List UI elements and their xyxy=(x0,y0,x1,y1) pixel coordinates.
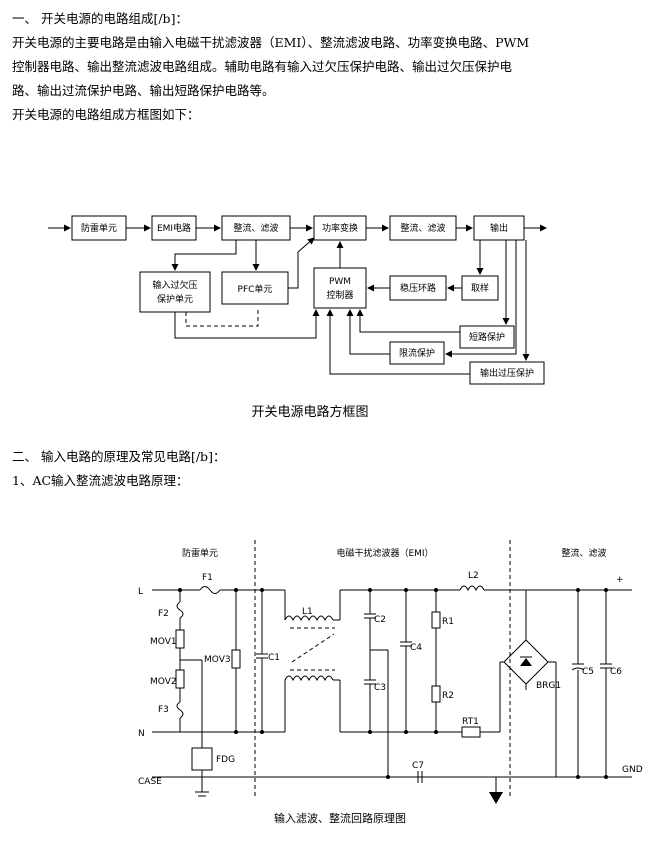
box-current-limit-label: 限流保护 xyxy=(399,347,435,359)
box-output-ovp-label: 输出过压保护 xyxy=(480,367,534,379)
section1-heading: 一、 开关电源的电路组成[/b]： xyxy=(12,11,188,26)
label-C7: C7 xyxy=(412,761,424,771)
schematic-region-emi: 电磁干扰滤波器（EMI） xyxy=(336,547,433,559)
label-L2: L2 xyxy=(468,571,479,581)
label-L1: L1 xyxy=(302,607,313,617)
box-rectifier-2-label: 整流、滤波 xyxy=(400,222,445,234)
input-schematic: 防雷单元 电磁干扰滤波器（EMI） 整流、滤波 L N CASE GND + F… xyxy=(138,540,643,825)
label-GND: GND xyxy=(622,765,643,775)
label-MOV3: MOV3 xyxy=(204,655,231,665)
box-emi-label: EMI电路 xyxy=(157,222,191,234)
box-power xyxy=(313,215,367,241)
section1-paragraph-line3: 路、输出过流保护电路、输出短路保护电路等。 xyxy=(12,83,275,98)
label-MOV1: MOV1 xyxy=(150,637,177,647)
box-rectifier-1-label: 整流、滤波 xyxy=(233,222,278,234)
box-rectifier-2 xyxy=(389,215,457,241)
box-lightning-label: 防雷单元 xyxy=(81,222,117,234)
section2-heading: 二、 输入电路的原理及常见电路[/b]： xyxy=(12,449,226,464)
label-BRG1: BRG1 xyxy=(536,681,561,691)
box-output-ovp xyxy=(469,361,545,385)
schematic-region-lightning: 防雷单元 xyxy=(182,547,218,559)
schematic-caption: 输入滤波、整流回路原理图 xyxy=(274,811,406,825)
box-regulator xyxy=(389,275,447,301)
block-diagram-caption: 开关电源电路方框图 xyxy=(251,404,368,420)
box-input-protection xyxy=(139,271,211,313)
section2-subheading: 1、AC输入整流滤波电路原理： xyxy=(12,473,189,488)
label-F1: F1 xyxy=(202,573,213,583)
label-L: L xyxy=(138,587,143,597)
label-FDG: FDG xyxy=(216,755,235,765)
box-sample-label: 取样 xyxy=(471,282,489,294)
label-plus: + xyxy=(616,575,624,585)
box-emi xyxy=(151,215,197,241)
block-diagram: 防雷单元 EMI电路 整流、滤波 功率变换 整流、滤波 输出 输入过欠压 保护单… xyxy=(48,215,547,420)
box-rectifier-1 xyxy=(221,215,291,241)
label-C5: C5 xyxy=(582,667,594,677)
section1-paragraph-line2: 控制器电路、输出整流滤波电路组成。辅助电路有输入过欠压保护电路、输出过欠压保护电 xyxy=(12,59,513,74)
label-C2: C2 xyxy=(374,615,386,625)
box-output-label: 输出 xyxy=(490,222,508,234)
section1-paragraph-line1: 开关电源的主要电路是由输入电磁干扰滤波器（EMI）、整流滤波电路、功率变换电路、… xyxy=(12,35,530,50)
label-F3: F3 xyxy=(158,705,169,715)
section1-intro: 开关电源的电路组成方框图如下： xyxy=(12,107,200,122)
label-C1: C1 xyxy=(268,653,280,663)
box-input-protection-label-2: 保护单元 xyxy=(157,293,193,305)
label-RT1: RT1 xyxy=(462,717,479,727)
box-input-protection-label-1: 输入过欠压 xyxy=(152,279,197,291)
box-lightning xyxy=(71,215,127,241)
box-pwm-label-2: 控制器 xyxy=(326,289,353,301)
box-pwm xyxy=(313,267,367,309)
box-output xyxy=(473,215,525,241)
box-short-protection xyxy=(459,325,515,349)
box-short-protection-label: 短路保护 xyxy=(469,331,505,343)
box-power-label: 功率变换 xyxy=(322,222,358,234)
label-R1: R1 xyxy=(442,617,454,627)
box-regulator-label: 稳压环路 xyxy=(400,282,436,294)
box-pwm-label-1: PWM xyxy=(329,277,351,287)
label-CASE: CASE xyxy=(138,777,162,787)
box-pfc-label: PFC单元 xyxy=(238,283,273,295)
label-C4: C4 xyxy=(410,643,422,653)
label-C3: C3 xyxy=(374,683,386,693)
label-C6: C6 xyxy=(610,667,622,677)
schematic-region-rect: 整流、滤波 xyxy=(561,547,606,559)
label-N: N xyxy=(138,729,145,739)
label-MOV2: MOV2 xyxy=(150,677,177,687)
box-current-limit xyxy=(389,341,445,365)
label-F2: F2 xyxy=(158,609,169,619)
label-R2: R2 xyxy=(442,691,454,701)
